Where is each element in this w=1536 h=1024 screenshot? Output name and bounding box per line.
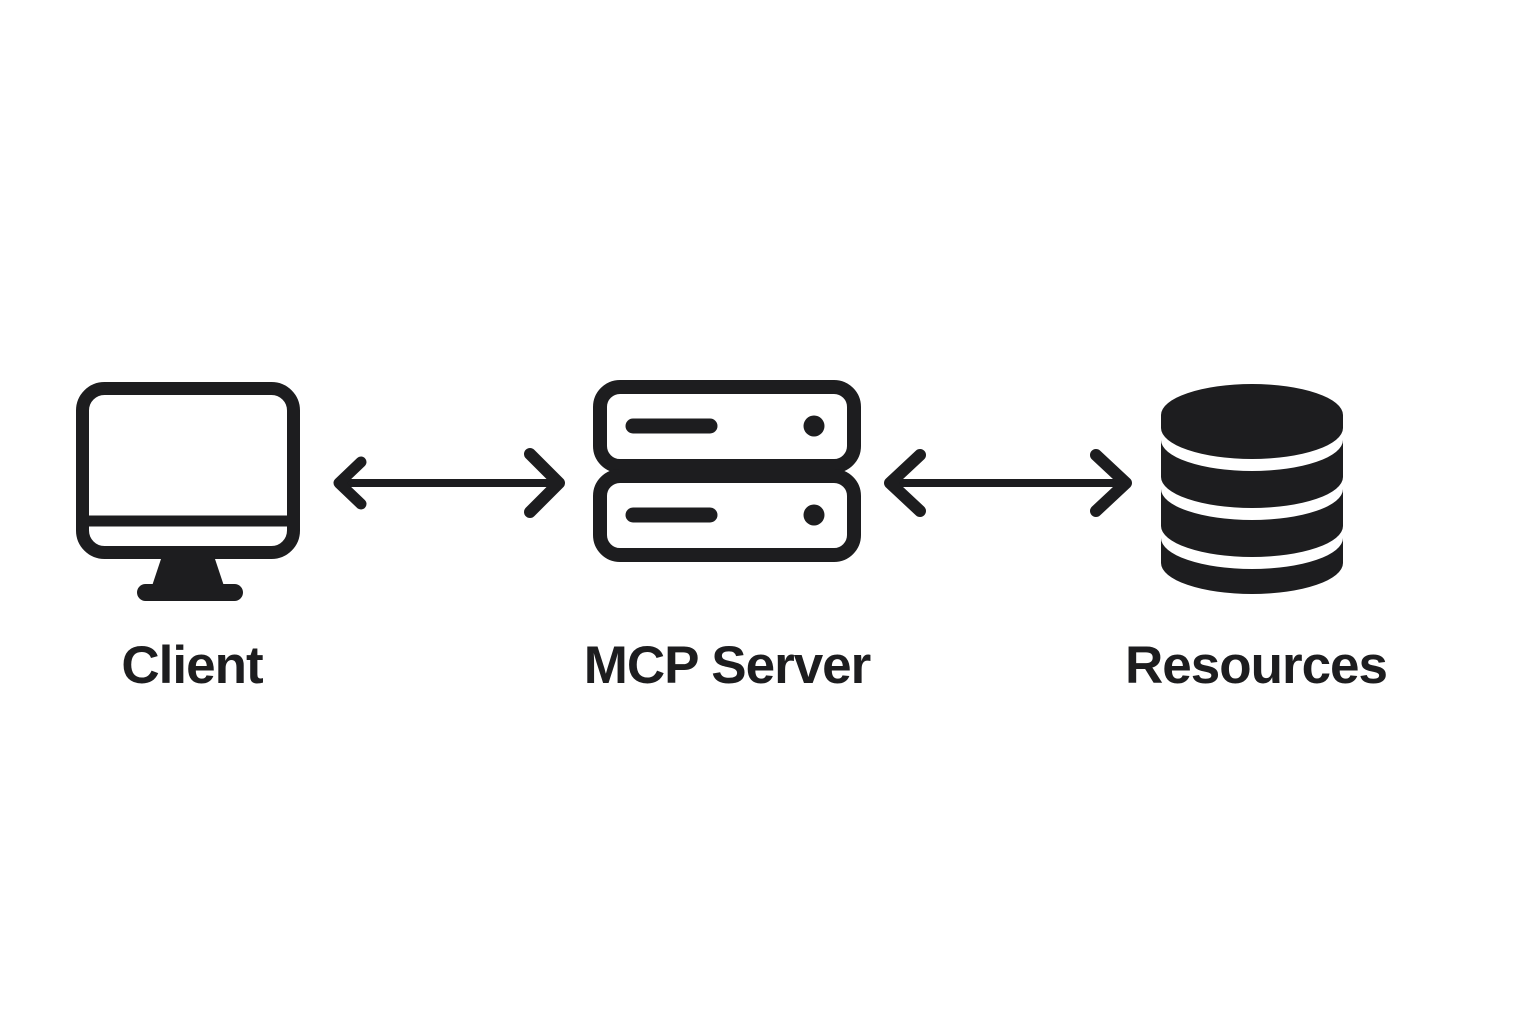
node-mcp-server-label: MCP Server xyxy=(583,636,872,695)
node-mcp-server xyxy=(593,380,861,562)
node-client-label: Client xyxy=(121,636,263,695)
bidirectional-arrow-client-server xyxy=(333,448,565,518)
server-rack-icon xyxy=(593,380,861,562)
node-resources-label: Resources xyxy=(1124,636,1388,695)
database-icon xyxy=(1161,384,1343,594)
node-client xyxy=(76,382,300,601)
node-resources xyxy=(1160,384,1344,596)
desktop-monitor-icon xyxy=(76,382,300,601)
bidirectional-arrow-server-resources xyxy=(884,449,1132,517)
